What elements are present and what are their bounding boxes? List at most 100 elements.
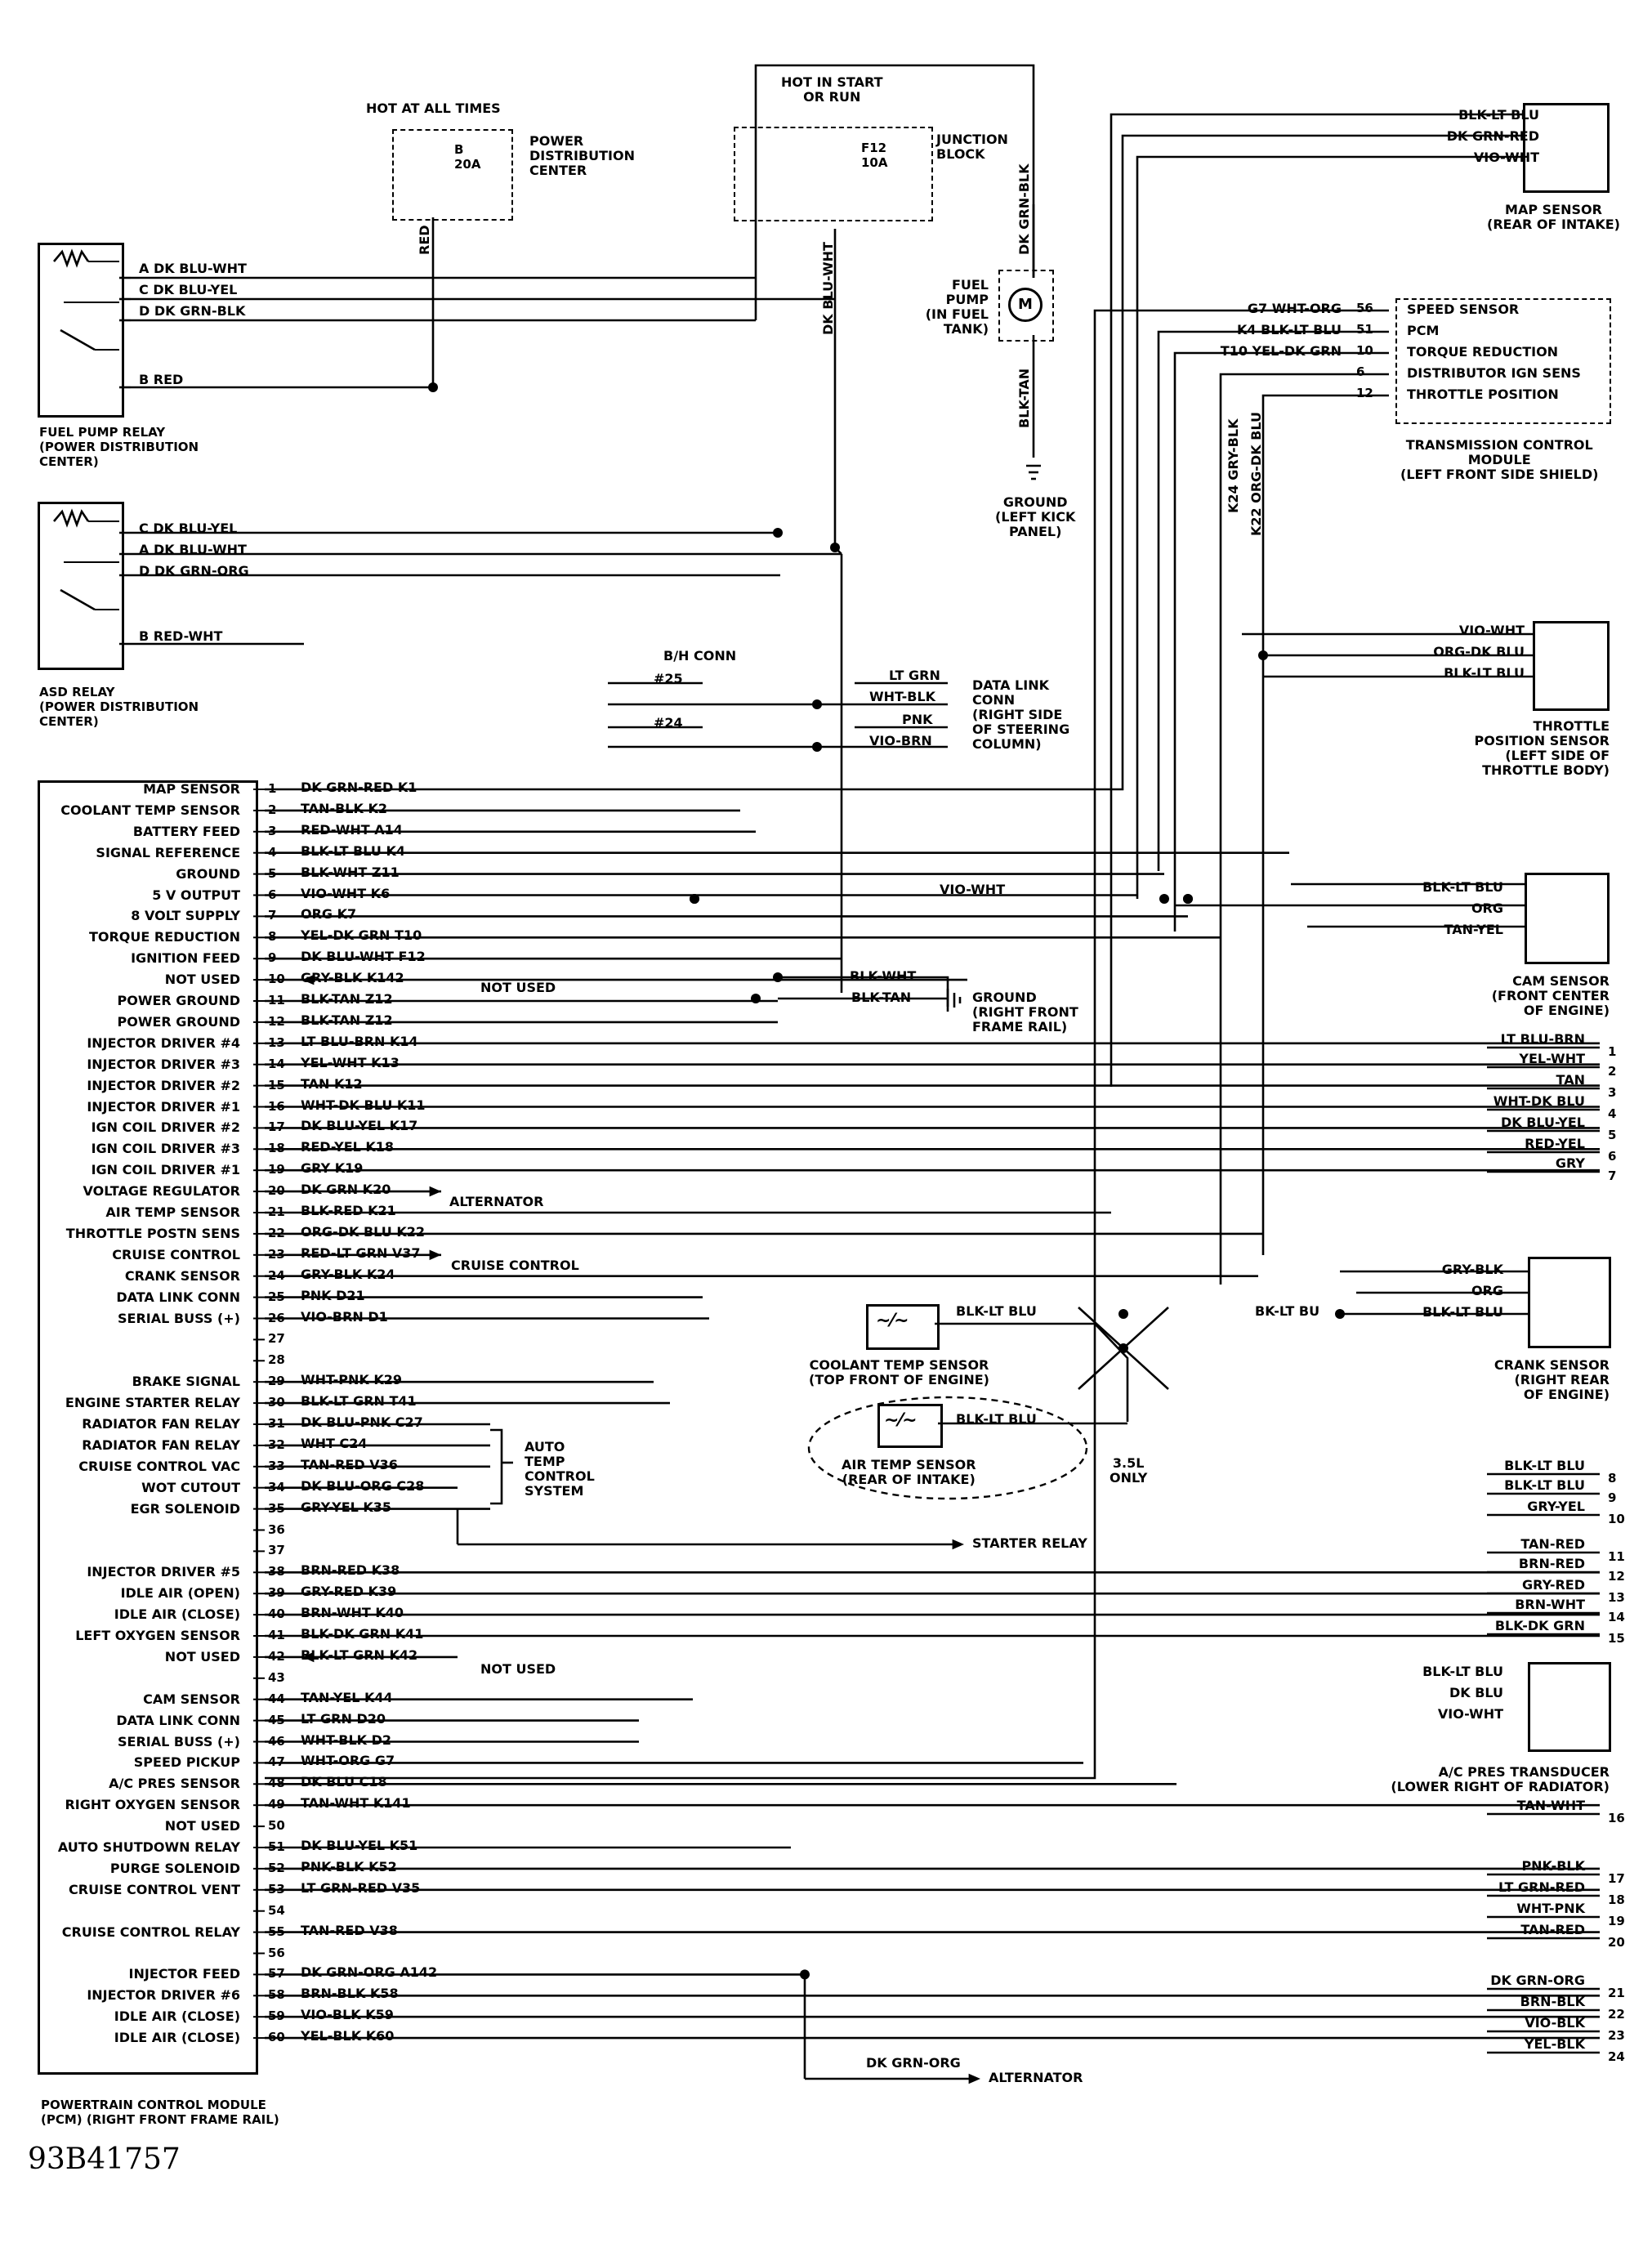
fpr-wire-b: B RED [139, 372, 184, 387]
pcm-pin-58-wire: BRN-BLK K58 [301, 1986, 399, 2002]
gnd-wire-2: BLK-TAN [851, 990, 912, 1005]
right-conn-11-wire: TAN-RED [1520, 1536, 1585, 1552]
fuel-pump-relay-box [38, 243, 124, 418]
right-conn-19-number: 19 [1608, 1914, 1625, 1928]
tcm-row-3-pin: 6 [1356, 364, 1365, 379]
fpr-wire-d: D DK GRN-BLK [139, 303, 246, 319]
arrow-head [952, 1539, 964, 1550]
pcm-pin-7-number: 7 [268, 908, 277, 923]
pcm-pin-42-wire: BLK-LT GRN K42 [301, 1647, 418, 1663]
vio-wht-mid-label: VIO-WHT [940, 882, 1006, 897]
pcm-pin-36-number: 36 [268, 1521, 285, 1537]
pcm-pin-31-name: RADIATOR FAN RELAY [82, 1416, 240, 1432]
arrow-head [302, 974, 315, 985]
jb-fuse: F12 10A [861, 141, 888, 170]
tcm-row-0-wire: G7 WHT-ORG [1247, 301, 1342, 316]
pcm-pin-12-name: POWER GROUND [117, 1013, 240, 1030]
right-conn-3-wire: TAN [1556, 1072, 1585, 1088]
wire-run-83 [754, 64, 1035, 320]
dl-wire-2: WHT-BLK [869, 689, 936, 704]
pcm-pin-6-wire: VIO-WHT K6 [301, 885, 391, 901]
pcm-pin-2-name: COOLANT TEMP SENSOR [60, 802, 240, 818]
data-link-title: DATA LINK CONN (RIGHT SIDE OF STEERING C… [972, 677, 1070, 752]
right-conn-10-number: 10 [1608, 1512, 1625, 1526]
pcm-pin-47-name: SPEED PICKUP [133, 1754, 240, 1771]
ac-transducer-title: A/C PRES TRANSDUCER (LOWER RIGHT OF RADI… [1391, 1764, 1610, 1794]
pcm-pin-19-number: 19 [268, 1162, 285, 1177]
fuel-pump-motor-icon: M [1008, 288, 1043, 322]
right-conn-5-wire: DK BLU-YEL [1500, 1115, 1585, 1130]
splice-dot [428, 382, 438, 392]
pcm-pin-46-wire: WHT-BLK D2 [301, 1731, 392, 1748]
pcm-pin-8-name: TORQUE REDUCTION [88, 929, 240, 945]
right-conn-16-wire: TAN-WHT [1516, 1798, 1585, 1813]
not-used-10: NOT USED [480, 980, 556, 995]
pcm-pin-10-wire: GRY-BLK K142 [301, 970, 404, 986]
pcm-pin-2-wire: TAN-BLK K2 [301, 800, 387, 816]
pcm-pin-13-name: INJECTOR DRIVER #4 [87, 1034, 240, 1051]
bottom-wire-label: DK GRN-ORG [866, 2055, 961, 2071]
pcm-pin-22-number: 22 [268, 1225, 285, 1240]
pcm-pin-24-number: 24 [268, 1267, 285, 1283]
wire-run-198 [1094, 1323, 1129, 1422]
pcm-pin-40-name: IDLE AIR (CLOSE) [114, 1606, 240, 1623]
right-conn-16-number: 16 [1608, 1811, 1625, 1825]
pcm-pin-39-name: IDLE AIR (OPEN) [120, 1585, 240, 1602]
crank-sensor-box [1528, 1257, 1611, 1348]
tcm-row-3-func: DISTRIBUTOR IGN SENS [1407, 365, 1581, 381]
pcm-pin-58-name: INJECTOR DRIVER #6 [87, 1987, 240, 2004]
wire-run-98 [1219, 373, 1389, 1285]
right-conn-23-wire: VIO-BLK [1525, 2015, 1585, 2031]
pcm-pin-54-number: 54 [268, 1902, 285, 1918]
splice-dot [1258, 650, 1268, 660]
pcm-pin-55-number: 55 [268, 1924, 285, 1939]
pcm-pin-7-name: 8 VOLT SUPPLY [131, 908, 240, 924]
tcm-row-1-wire: K4 BLK-LT BLU [1237, 322, 1342, 337]
splice-dot [773, 972, 783, 982]
pcm-pin-47-wire: WHT-ORG G7 [301, 1753, 395, 1769]
pcm-pin-51-name: AUTO SHUTDOWN RELAY [57, 1839, 240, 1855]
pcm-pin-34-wire: DK BLU-ORG C28 [301, 1477, 425, 1494]
right-conn-23-number: 23 [1608, 2028, 1625, 2043]
pcm-pin-11-name: POWER GROUND [117, 993, 240, 1008]
right-conn-8-wire: BLK-LT BLU [1504, 1458, 1585, 1473]
tps-wire-1: VIO-WHT [1458, 623, 1525, 638]
map-sensor-box [1523, 103, 1610, 193]
fpr-wire-c: C DK BLU-YEL [139, 282, 238, 297]
pcm-pin-16-name: INJECTOR DRIVER #1 [87, 1098, 240, 1115]
right-conn-1-wire: LT BLU-BRN [1500, 1031, 1585, 1047]
asd-relay-title: ASD RELAY (POWER DISTRIBUTION CENTER) [39, 685, 199, 729]
right-conn-10-wire: GRY-YEL [1527, 1499, 1585, 1514]
tcm-row-1-pin: 51 [1356, 322, 1373, 337]
asd-wire-b: B RED-WHT [139, 628, 223, 644]
coolant-sensor-symbol: ~⁄~ [876, 1311, 909, 1331]
pcm-pin-46-number: 46 [268, 1733, 285, 1749]
pcm-pin-45-number: 45 [268, 1712, 285, 1727]
figure-id: 93B41757 [28, 2142, 181, 2176]
right-conn-3-number: 3 [1608, 1085, 1617, 1100]
pcm-pin-28-number: 28 [268, 1352, 285, 1368]
pcm-pin-48-name: A/C PRES SENSOR [109, 1776, 240, 1792]
arrow-head [429, 1186, 441, 1197]
right-conn-17-number: 17 [1608, 1871, 1625, 1886]
pcm-pin-16-wire: WHT-DK BLU K11 [301, 1097, 426, 1113]
starter-relay-label: STARTER RELAY [972, 1535, 1087, 1551]
pcm-pin-29-number: 29 [268, 1374, 285, 1389]
ac-wire-1: BLK-LT BLU [1422, 1664, 1503, 1679]
pcm-pin-59-number: 59 [268, 2008, 285, 2024]
pcm-pin-4-wire: BLK-LT BLU K4 [301, 842, 405, 859]
coolant-sensor-box [866, 1304, 940, 1350]
cam-sensor-title: CAM SENSOR (FRONT CENTER OF ENGINE) [1491, 973, 1610, 1018]
right-conn-22-wire: BRN-BLK [1520, 1994, 1585, 2009]
pcm-pin-49-name: RIGHT OXYGEN SENSOR [65, 1797, 240, 1813]
pcm-pin-30-name: ENGINE STARTER RELAY [65, 1395, 240, 1411]
air-sensor-symbol: ~⁄~ [884, 1410, 918, 1431]
dl-wire-3: PNK [902, 712, 933, 727]
right-conn-24-number: 24 [1608, 2049, 1625, 2064]
right-conn-20-number: 20 [1608, 1935, 1625, 1950]
pcm-pin-30-number: 30 [268, 1395, 285, 1410]
gnd-wire-1: BLK-WHT [850, 968, 917, 984]
splice-dot [800, 1969, 810, 1980]
wire-run-93 [265, 134, 1523, 791]
pcm-pin-25-name: DATA LINK CONN [116, 1289, 240, 1305]
